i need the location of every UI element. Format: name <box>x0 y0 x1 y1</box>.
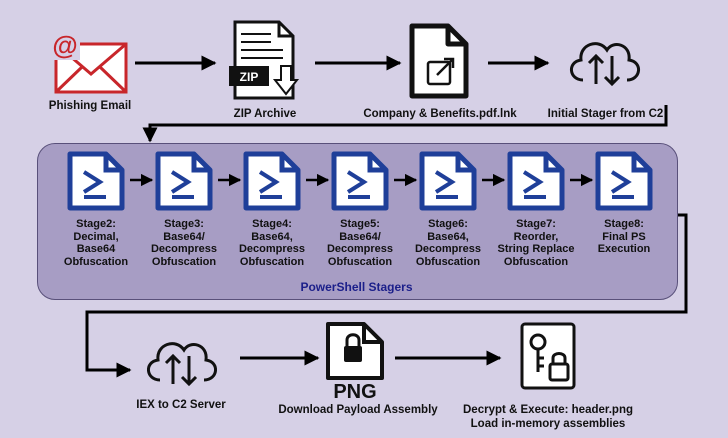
zip-file-icon: ZIP <box>225 20 305 100</box>
stage-label-line: Base64/ <box>142 231 226 244</box>
initial-stager-node <box>563 30 645 90</box>
lnk-label: Company & Benefits.pdf.lnk <box>350 108 530 121</box>
stage-label-line: Obfuscation <box>406 256 490 269</box>
key-lock-document-icon <box>520 322 576 392</box>
stage-label-line: Decompress <box>318 243 402 256</box>
shortcut-file-icon <box>408 22 470 100</box>
decrypt-label-line1: Decrypt & Execute: header.png <box>458 404 638 417</box>
stage-label-line: Obfuscation <box>142 256 226 269</box>
powershell-file-icon <box>330 150 390 217</box>
powershell-file-icon <box>242 150 302 217</box>
stage-label-line: Stage7: <box>494 218 578 231</box>
png-label: Download Payload Assembly <box>268 404 448 417</box>
stage-label-3: Stage3:Base64/DecompressObfuscation <box>142 218 226 268</box>
stage-label-line: Base64 <box>54 243 138 256</box>
decrypt-label-line2: Load in-memory assemblies <box>458 418 638 431</box>
stage-label-4: Stage4:Base64,DecompressObfuscation <box>230 218 314 268</box>
stage-label-line: Obfuscation <box>230 256 314 269</box>
cloud-transfer-icon <box>140 330 222 390</box>
stage-label-line: Base64/ <box>318 231 402 244</box>
zip-label: ZIP Archive <box>205 108 325 121</box>
group-title: PowerShell Stagers <box>37 280 676 294</box>
stage-label-line: Stage5: <box>318 218 402 231</box>
powershell-file-icon <box>154 150 214 217</box>
png-file-lock-icon: PNG <box>320 322 386 402</box>
zip-archive-node: ZIP <box>225 20 305 100</box>
iex-node <box>140 330 222 390</box>
stage-label-6: Stage6:Base64,DecompressObfuscation <box>406 218 490 268</box>
stage-label-line: Base64, <box>230 231 314 244</box>
stage-label-line: Execution <box>582 243 666 256</box>
stage-label-line: Decompress <box>406 243 490 256</box>
stage-label-line: String Replace <box>494 243 578 256</box>
stage-label-line: Decimal, <box>54 231 138 244</box>
stage-label-7: Stage7:Reorder,String ReplaceObfuscation <box>494 218 578 268</box>
stage-label-line: Decompress <box>142 243 226 256</box>
stage-label-line: Obfuscation <box>318 256 402 269</box>
stage-label-line: Reorder, <box>494 231 578 244</box>
powershell-file-icon <box>418 150 478 217</box>
svg-text:@: @ <box>52 30 77 60</box>
stage-label-5: Stage5:Base64/DecompressObfuscation <box>318 218 402 268</box>
powershell-file-icon <box>506 150 566 217</box>
stage-label-line: Stage8: <box>582 218 666 231</box>
stage-label-line: Final PS <box>582 231 666 244</box>
powershell-file-icon <box>594 150 654 217</box>
iex-label: IEX to C2 Server <box>121 399 241 412</box>
powershell-file-icon <box>66 150 126 217</box>
lnk-file-node <box>408 22 470 100</box>
stage-label-8: Stage8:Final PSExecution <box>582 218 666 256</box>
email-label: Phishing Email <box>30 100 150 113</box>
stage-label-line: Base64, <box>406 231 490 244</box>
zip-badge: ZIP <box>240 70 259 84</box>
png-node: PNG <box>320 322 386 402</box>
stage-label-line: Obfuscation <box>494 256 578 269</box>
stager-label: Initial Stager from C2 <box>538 108 673 121</box>
stage-label-line: Stage2: <box>54 218 138 231</box>
stage-label-line: Stage3: <box>142 218 226 231</box>
envelope-at-icon: @ <box>48 30 130 96</box>
stage-label-line: Stage4: <box>230 218 314 231</box>
decrypt-node <box>520 322 576 392</box>
stage-label-line: Decompress <box>230 243 314 256</box>
stage-label-2: Stage2:Decimal,Base64Obfuscation <box>54 218 138 268</box>
stage-label-line: Stage6: <box>406 218 490 231</box>
cloud-transfer-icon <box>563 30 645 90</box>
stage-label-line: Obfuscation <box>54 256 138 269</box>
png-badge: PNG <box>333 381 376 402</box>
